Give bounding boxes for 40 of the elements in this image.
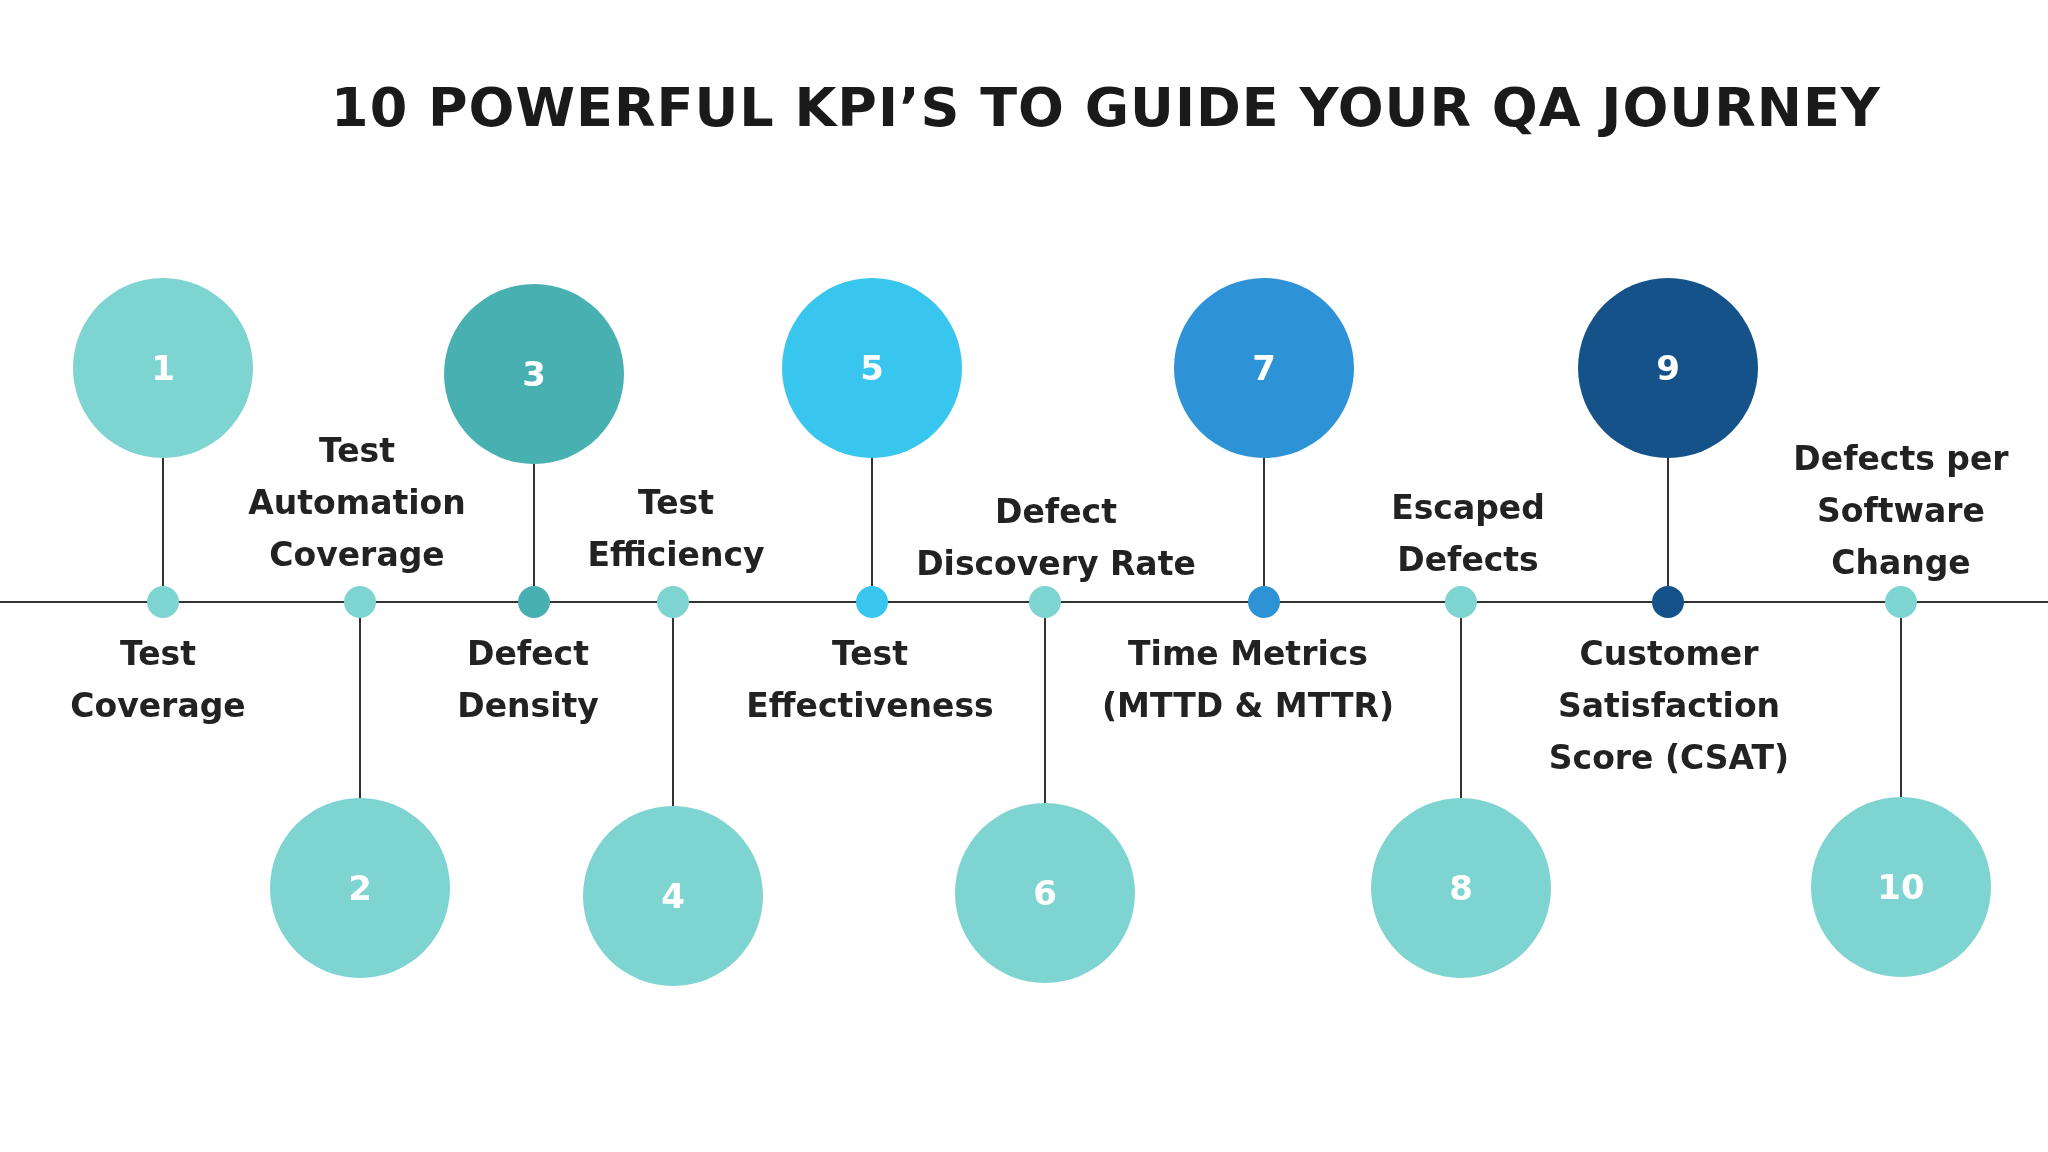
kpi-label: Test Coverage xyxy=(69,633,247,727)
timeline-dot xyxy=(856,586,888,618)
connector-line xyxy=(1460,617,1462,799)
kpi-label: Defect Density xyxy=(456,633,600,727)
number-circle: 1 xyxy=(73,278,253,458)
kpi-label: Test Efficiency xyxy=(586,482,766,576)
connector-line xyxy=(1044,617,1046,804)
timeline-dot xyxy=(147,586,179,618)
timeline-dot xyxy=(1029,586,1061,618)
connector-line xyxy=(162,457,164,587)
title: 10 POWERFUL KPI’S TO GUIDE YOUR QA JOURNEY xyxy=(330,76,1882,139)
number-circle: 6 xyxy=(955,803,1135,983)
number-circle: 10 xyxy=(1811,797,1991,977)
timeline-dot xyxy=(1885,586,1917,618)
connector-line xyxy=(1667,457,1669,587)
number-circle: 8 xyxy=(1371,798,1551,978)
timeline-dot xyxy=(657,586,689,618)
kpi-label: Escaped Defects xyxy=(1390,487,1546,581)
connector-line xyxy=(1263,457,1265,587)
kpi-label: Defects per Software Change xyxy=(1792,438,2010,584)
number-circle: 7 xyxy=(1174,278,1354,458)
kpi-label: Time Metrics (MTTD & MTTR) xyxy=(1101,633,1395,727)
kpi-label: Customer Satisfaction Score (CSAT) xyxy=(1547,633,1791,779)
connector-line xyxy=(533,463,535,587)
number-circle: 9 xyxy=(1578,278,1758,458)
number-circle: 5 xyxy=(782,278,962,458)
connector-line xyxy=(672,617,674,807)
timeline-dot xyxy=(1652,586,1684,618)
connector-line xyxy=(359,617,361,799)
timeline-dot xyxy=(518,586,550,618)
number-circle: 3 xyxy=(444,284,624,464)
connector-line xyxy=(1900,617,1902,798)
timeline-dot xyxy=(344,586,376,618)
connector-line xyxy=(871,457,873,587)
number-circle: 2 xyxy=(270,798,450,978)
number-circle: 4 xyxy=(583,806,763,986)
kpi-label: Defect Discovery Rate xyxy=(915,491,1197,585)
kpi-label: Test Effectiveness xyxy=(745,633,995,727)
timeline-dot xyxy=(1248,586,1280,618)
timeline-dot xyxy=(1445,586,1477,618)
